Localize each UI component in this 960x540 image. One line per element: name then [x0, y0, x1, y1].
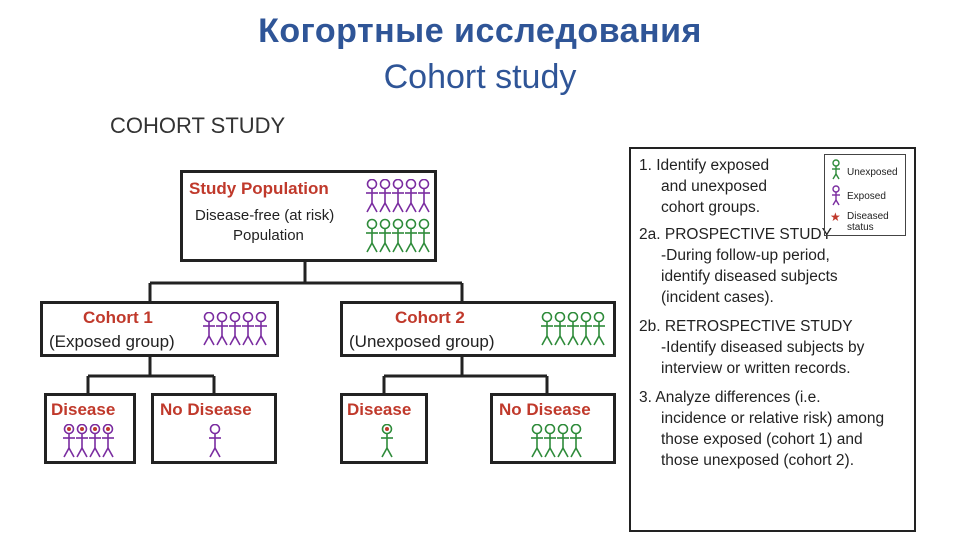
- step2b-line2: interview or written records.: [661, 360, 851, 377]
- disease-star-icon: ★: [830, 210, 841, 224]
- population-figures-icon: [366, 179, 430, 253]
- diagram-title: COHORT STUDY: [110, 113, 286, 138]
- step2a-title: 2a. PROSPECTIVE STUDY: [639, 226, 832, 243]
- study-population-box: Study Population Disease-free (at risk) …: [180, 170, 437, 262]
- diseased-unexposed-figure-icon: [380, 424, 394, 458]
- cohort2-disease-box: Disease: [340, 393, 428, 464]
- cohort2-box: Cohort 2 (Unexposed group): [340, 301, 616, 357]
- cohort1-no-disease-label: No Disease: [160, 400, 252, 419]
- healthy-exposed-figure-icon: [208, 424, 222, 458]
- study-population-line1: Disease-free (at risk): [195, 207, 335, 224]
- study-population-line2: Population: [233, 227, 304, 244]
- cohort1-subtitle: (Exposed group): [49, 332, 175, 351]
- step1-line1: 1. Identify exposed: [639, 157, 770, 174]
- legend-unexposed-label: Unexposed: [847, 167, 898, 178]
- cohort1-no-disease-box: No Disease: [151, 393, 277, 464]
- legend-diseased-label: Diseased status: [847, 211, 889, 233]
- steps-panel: 1. Identify exposed and unexposed cohort…: [629, 147, 916, 532]
- step2a-line3: (incident cases).: [661, 289, 774, 306]
- unexposed-legend-icon: [832, 159, 840, 180]
- slide-title-en: Cohort study: [383, 58, 577, 96]
- step2b-title: 2b. RETROSPECTIVE STUDY: [639, 318, 853, 335]
- cohort2-no-disease-box: No Disease: [490, 393, 616, 464]
- step3-line2: incidence or relative risk) among: [661, 410, 885, 427]
- cohort2-subtitle: (Unexposed group): [349, 332, 495, 351]
- cohort1-box: Cohort 1 (Exposed group): [40, 301, 279, 357]
- diseased-exposed-figures-icon: [63, 424, 115, 458]
- step3-line4: those unexposed (cohort 2).: [661, 452, 855, 469]
- unexposed-figures-icon: [541, 312, 606, 346]
- legend-box: Unexposed Exposed ★ Diseased status: [824, 154, 906, 236]
- study-population-title: Study Population: [189, 179, 329, 198]
- exposed-legend-icon: [832, 185, 840, 206]
- step2b-line1: -Identify diseased subjects by: [661, 339, 865, 356]
- cohort1-disease-box: Disease: [44, 393, 136, 464]
- step3-line1: 3. Analyze differences (i.e.: [639, 389, 821, 406]
- cohort2-no-disease-label: No Disease: [499, 400, 591, 419]
- cohort2-title: Cohort 2: [395, 308, 465, 327]
- step1-line3: cohort groups.: [661, 199, 761, 216]
- step2a-line2: identify diseased subjects: [661, 268, 838, 285]
- cohort1-title: Cohort 1: [83, 308, 153, 327]
- step3-line3: those exposed (cohort 1) and: [661, 431, 863, 448]
- exposed-figures-icon: [203, 312, 268, 346]
- cohort1-disease-label: Disease: [51, 400, 116, 419]
- step2a-line1: -During follow-up period,: [661, 247, 830, 264]
- healthy-unexposed-figures-icon: [531, 424, 583, 458]
- legend-exposed-label: Exposed: [847, 191, 886, 202]
- cohort2-disease-label: Disease: [347, 400, 412, 419]
- step1-line2: and unexposed: [661, 178, 768, 195]
- slide-title-ru: Когортные исследования: [258, 12, 702, 50]
